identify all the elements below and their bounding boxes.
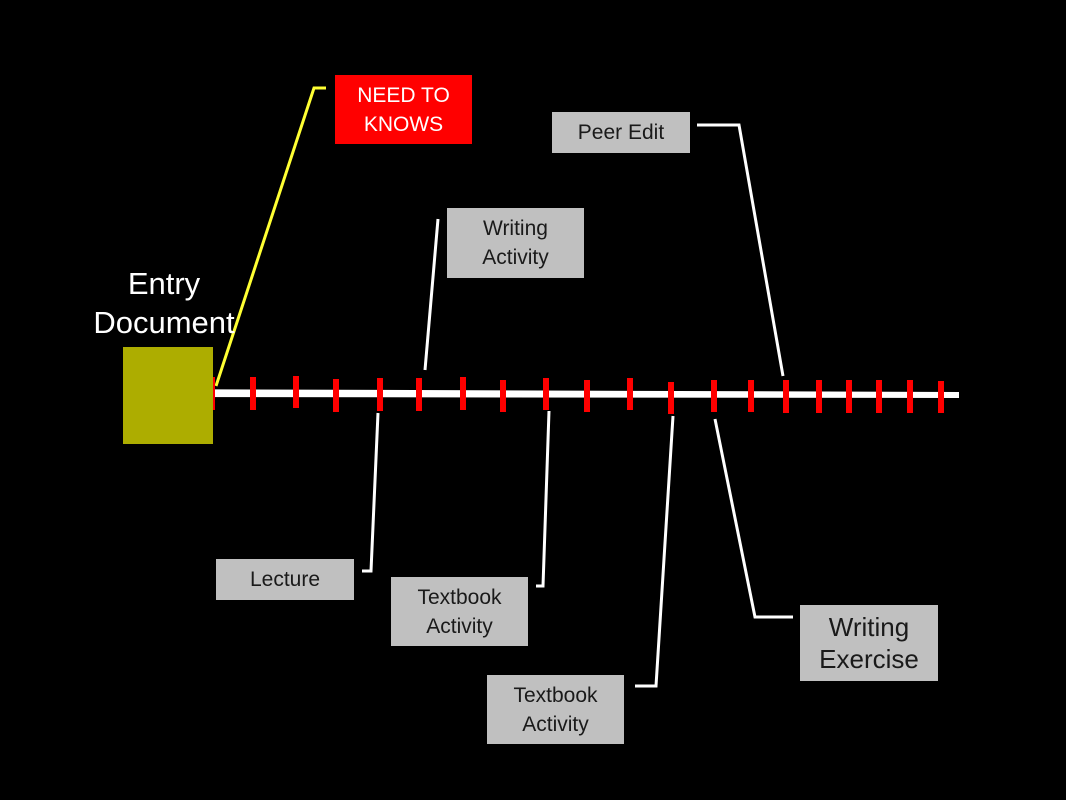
entry-document-box: [123, 347, 213, 444]
peer-edit-box: Peer Edit: [552, 112, 690, 153]
entry-document-title: Entry Document: [93, 266, 235, 340]
timeline-tick: [543, 378, 549, 410]
connector-need-to-knows: [214, 86, 326, 387]
timeline-tick: [584, 380, 590, 412]
timeline-tick: [250, 377, 256, 410]
timeline-tick: [711, 380, 717, 412]
timeline-tick: [333, 379, 339, 412]
timeline-tick: [846, 380, 852, 413]
timeline-tick: [907, 380, 913, 413]
writing-exercise-box: Writing Exercise: [800, 605, 938, 681]
need-to-knows-box: NEED TO KNOWS: [335, 75, 472, 144]
timeline-tick: [627, 378, 633, 410]
connector-writing-activity: [423, 218, 440, 371]
timeline-tick: [748, 380, 754, 412]
connector-writing-exercise: [713, 418, 793, 619]
timeline-tick: [416, 378, 422, 411]
timeline-tick: [460, 377, 466, 410]
connector-textbook-activity-2: [635, 415, 675, 688]
timeline-tick: [377, 378, 383, 411]
timeline-tick: [293, 376, 299, 408]
textbook-activity-box-1: Textbook Activity: [391, 577, 528, 646]
lecture-box: Lecture: [216, 559, 354, 600]
connector-lecture: [362, 412, 380, 573]
connector-peer-edit: [697, 123, 785, 377]
timeline-tick: [783, 380, 789, 413]
writing-activity-box: Writing Activity: [447, 208, 584, 278]
textbook-activity-box-2: Textbook Activity: [487, 675, 624, 744]
timeline-tick: [816, 380, 822, 413]
timeline-tick: [938, 381, 944, 413]
timeline-tick: [500, 380, 506, 412]
timeline-tick: [668, 382, 674, 414]
connector-textbook-activity-1: [536, 410, 551, 588]
timeline-tick: [876, 380, 882, 413]
